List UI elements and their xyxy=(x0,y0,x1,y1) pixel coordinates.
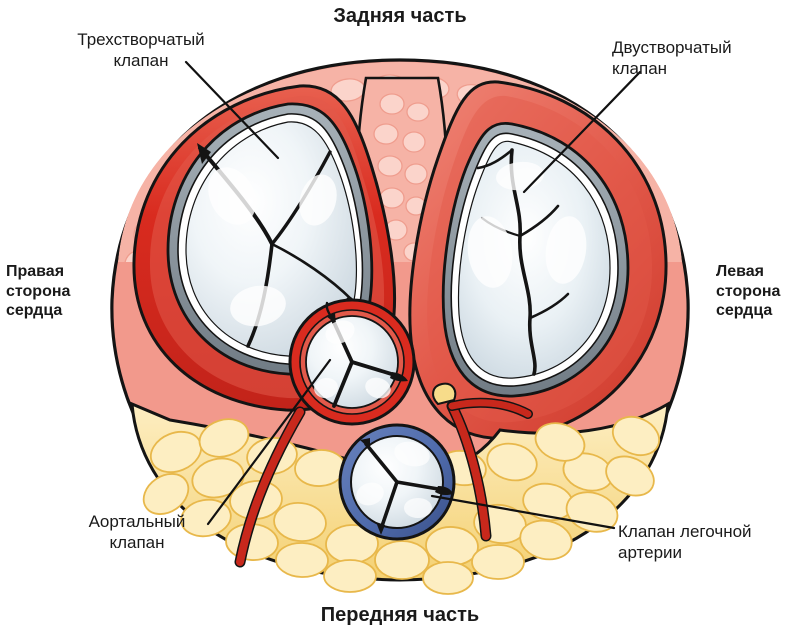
aortic-valve xyxy=(288,298,416,426)
leader-line-bicuspid xyxy=(522,70,642,194)
leader-line-pulmonary xyxy=(430,494,616,530)
callout-label-bicuspid-valve: Двустворчатый клапан xyxy=(612,38,732,78)
orientation-label-left-side-of-heart: Левая сторона сердца xyxy=(716,263,781,320)
callout-label-tricuspid-valve: Трехстворчатый клапан xyxy=(77,30,205,70)
leader-line-aortic xyxy=(206,358,332,526)
leader-lines xyxy=(184,60,642,530)
callout-label-aortic-valve: Аортальный клапан xyxy=(88,512,186,552)
tricuspid-valve xyxy=(166,102,374,376)
orientation-label-posterior: Задняя часть xyxy=(333,5,467,27)
orientation-label-anterior: Передняя часть xyxy=(320,604,480,626)
orientation-label-right-side-of-heart: Правая сторона сердца xyxy=(6,263,71,320)
bicuspid-mitral-valve xyxy=(441,121,630,398)
coronary-artery xyxy=(234,382,533,568)
leader-line-tricuspid xyxy=(184,60,280,160)
pulmonary-valve xyxy=(338,423,456,541)
callout-label-pulmonary-valve: Клапан легочной артерии xyxy=(618,522,752,562)
